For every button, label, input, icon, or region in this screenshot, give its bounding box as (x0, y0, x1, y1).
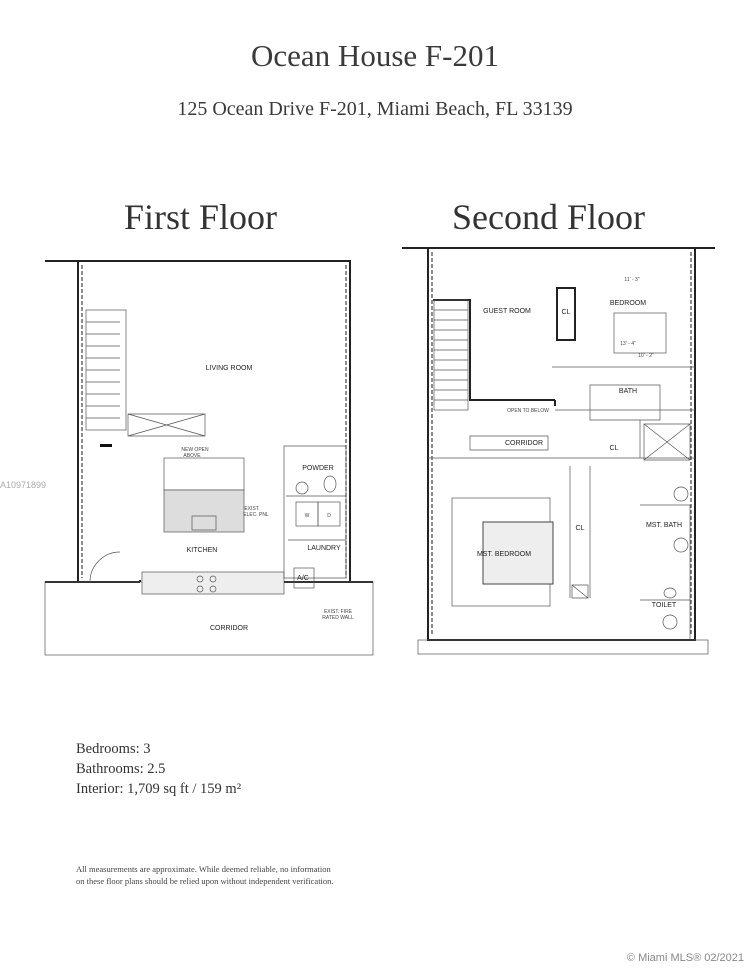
room-label-master-bedroom: MST. BEDROOM (477, 551, 531, 558)
room-label-bath: BATH (619, 388, 637, 395)
room-label-powder: POWDER (302, 465, 334, 472)
page-title: Ocean House F-201 (251, 38, 499, 73)
note-open-above-2: ABOVE (183, 453, 201, 459)
first-floor-plan: LIVING ROOM POWDER KITCHEN LAUNDRY A/C C… (44, 260, 374, 656)
disclaimer-line-2: on these floor plans should be relied up… (76, 876, 334, 886)
property-address: 125 Ocean Drive F-201, Miami Beach, FL 3… (177, 98, 573, 120)
room-label-laundry: LAUNDRY (307, 545, 341, 552)
second-floor-plan: GUEST ROOM BEDROOM CL BATH OPEN TO BELOW… (402, 247, 715, 655)
bedrooms-count: Bedrooms: 3 (76, 741, 151, 757)
room-label-corridor: CORRIDOR (210, 625, 248, 632)
room-label-toilet: TOILET (652, 602, 677, 609)
listing-watermark: A10971899 (0, 480, 47, 490)
room-label-bedroom: BEDROOM (610, 300, 646, 307)
disclaimer-line-1: All measurements are approximate. While … (76, 864, 331, 874)
copyright-notice: © Miami MLS® 02/2021 (626, 952, 744, 964)
note-elec-panel-2: ELEC. PNL (243, 512, 269, 518)
note-fire-wall: EXIST. FIRE (324, 609, 353, 615)
note-elec-panel: EXIST. (244, 506, 259, 512)
room-label-ac: A/C (297, 575, 309, 582)
dimension-label: 13' - 4" (620, 341, 636, 347)
bathrooms-count: Bathrooms: 2.5 (76, 761, 166, 777)
room-label-closet-1: CL (562, 309, 571, 316)
room-label-corridor-2: CORRIDOR (505, 440, 543, 447)
dryer-label: D (327, 513, 331, 519)
room-label-kitchen: KITCHEN (187, 547, 218, 554)
property-stats: Bedrooms: 3 Bathrooms: 2.5 Interior: 1,7… (76, 739, 241, 799)
washer-label: W (305, 513, 310, 519)
note-open-above: NEW OPEN (181, 447, 209, 453)
dimension-label: 11' - 3" (624, 277, 639, 283)
room-label-closet-2: CL (610, 445, 619, 452)
second-floor-heading: Second Floor (452, 197, 645, 237)
room-label-guest-room: GUEST ROOM (483, 308, 531, 315)
disclaimer: All measurements are approximate. While … (76, 863, 334, 887)
room-label-closet-3: CL (576, 525, 585, 532)
room-label-master-bath: MST. BATH (646, 522, 682, 529)
first-floor-heading: First Floor (124, 197, 278, 237)
note-fire-wall-2: RATED WALL (322, 615, 354, 621)
dimension-label: 10' - 2" (638, 353, 654, 359)
interior-area: Interior: 1,709 sq ft / 159 m² (76, 781, 242, 797)
room-label-living-room: LIVING ROOM (206, 365, 253, 372)
note-open-to-below: OPEN TO BELOW (507, 408, 549, 414)
